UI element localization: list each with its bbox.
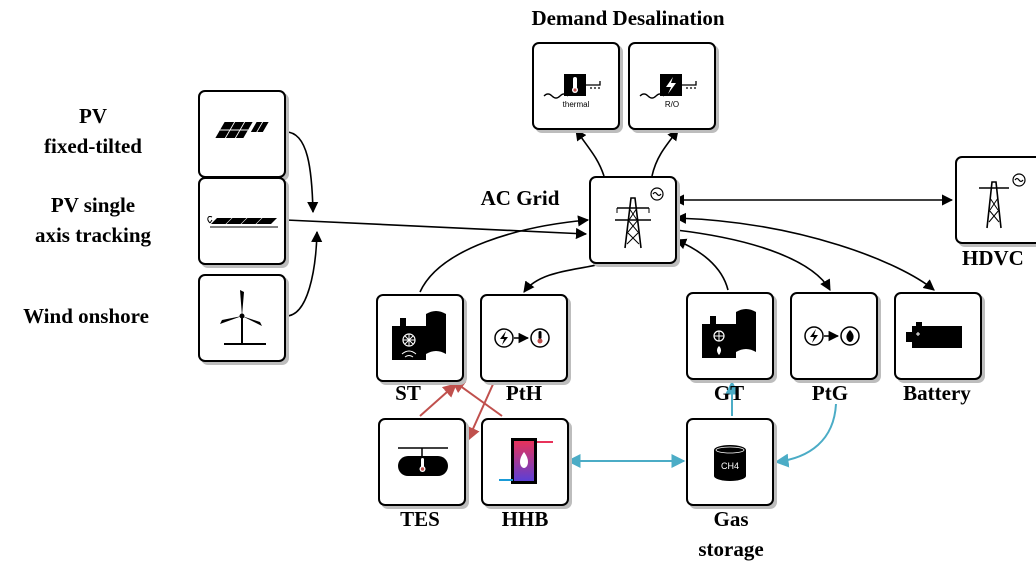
- ro-desalination-box: R/O: [628, 42, 716, 130]
- arrow-gt-to-grid: [674, 238, 729, 291]
- gas-turbine-plant-icon: [702, 309, 756, 358]
- tes-box: [378, 418, 466, 506]
- arrow-tes-to-st: [419, 383, 458, 417]
- label-battery: Battery: [903, 381, 971, 405]
- label-st: ST: [395, 381, 421, 405]
- label-pth: PtH: [505, 381, 543, 405]
- power-to-gas-icon: [804, 326, 860, 346]
- arrow-pv-fixed-to-bus: [285, 131, 319, 214]
- power-to-heat-icon: [494, 328, 550, 348]
- arrow-st-to-grid: [419, 215, 590, 293]
- ac-grid-box: [589, 176, 677, 264]
- hdvc-box: [955, 156, 1036, 244]
- label-pv-tracking-line1: PV single: [50, 193, 136, 217]
- label-wind: Wind onshore: [23, 304, 149, 328]
- arrow-wind-to-bus: [285, 230, 323, 317]
- ro-text: R/O: [665, 100, 679, 109]
- wind-turbine-icon: [220, 290, 266, 345]
- pv-fixed-box: [198, 90, 286, 178]
- transmission-tower-icon: [979, 173, 1026, 229]
- arrow-grid-to-ro: [651, 129, 679, 177]
- thermal-text: thermal: [563, 100, 590, 109]
- arrow-hhb-to-st: [450, 379, 503, 417]
- label-gas-storage-line1: Gas: [713, 507, 749, 531]
- label-pv-fixed-line1: PV: [79, 104, 107, 128]
- label-gas-storage-line2: storage: [698, 537, 764, 561]
- arrow-pth-to-tes: [466, 381, 495, 442]
- ch4-text: CH4: [721, 461, 739, 471]
- label-hdvc: HDVC: [962, 246, 1024, 270]
- thermal-desalination-icon: thermal: [543, 74, 601, 109]
- ptg-box: [790, 292, 878, 380]
- label-tes: TES: [400, 507, 440, 531]
- arrow-grid-to-ptg: [675, 229, 831, 291]
- label-hhb: HHB: [501, 507, 549, 531]
- label-gt: GT: [713, 381, 745, 405]
- arrow-grid-to-thermal: [575, 129, 605, 177]
- wind-box: [198, 274, 286, 362]
- solar-panel-tracking-icon: [207, 216, 278, 228]
- label-pv-fixed-line2: fixed-tilted: [44, 134, 142, 158]
- label-pv-tracking: PV single axis tracking: [10, 190, 176, 250]
- ac-grid-label: AC Grid: [480, 186, 560, 210]
- st-box: [376, 294, 464, 382]
- label-pv-tracking-line2: axis tracking: [34, 223, 152, 247]
- arrow-grid-battery: [674, 212, 935, 291]
- transmission-tower-icon: [615, 187, 664, 249]
- thermal-storage-icon: [398, 447, 448, 476]
- hhb-box: [481, 418, 569, 506]
- steam-turbine-plant-icon: [392, 311, 446, 360]
- thermal-desalination-box: thermal: [532, 42, 620, 130]
- reverse-osmosis-icon: R/O: [639, 74, 697, 109]
- gas-tank-icon: CH4: [714, 445, 746, 481]
- solar-panel-fixed-icon: [215, 122, 269, 138]
- label-ptg: PtG: [811, 381, 849, 405]
- gas-storage-box: CH4: [686, 418, 774, 506]
- label-pv-fixed: PV fixed-tilted: [18, 101, 168, 161]
- battery-box: [894, 292, 982, 380]
- arrow-ptg-to-gas-storage: [774, 403, 837, 468]
- pv-tracking-box: [198, 177, 286, 265]
- label-gas-storage: Gas storage: [676, 504, 786, 564]
- arrow-grid-to-pth: [523, 263, 601, 293]
- desalination-title: Demand Desalination: [531, 6, 725, 30]
- battery-icon: [906, 322, 962, 348]
- pth-box: [480, 294, 568, 382]
- arrow-pv-tracking-to-grid: [285, 219, 588, 240]
- hybrid-heat-boiler-icon: [499, 438, 553, 484]
- gt-box: [686, 292, 774, 380]
